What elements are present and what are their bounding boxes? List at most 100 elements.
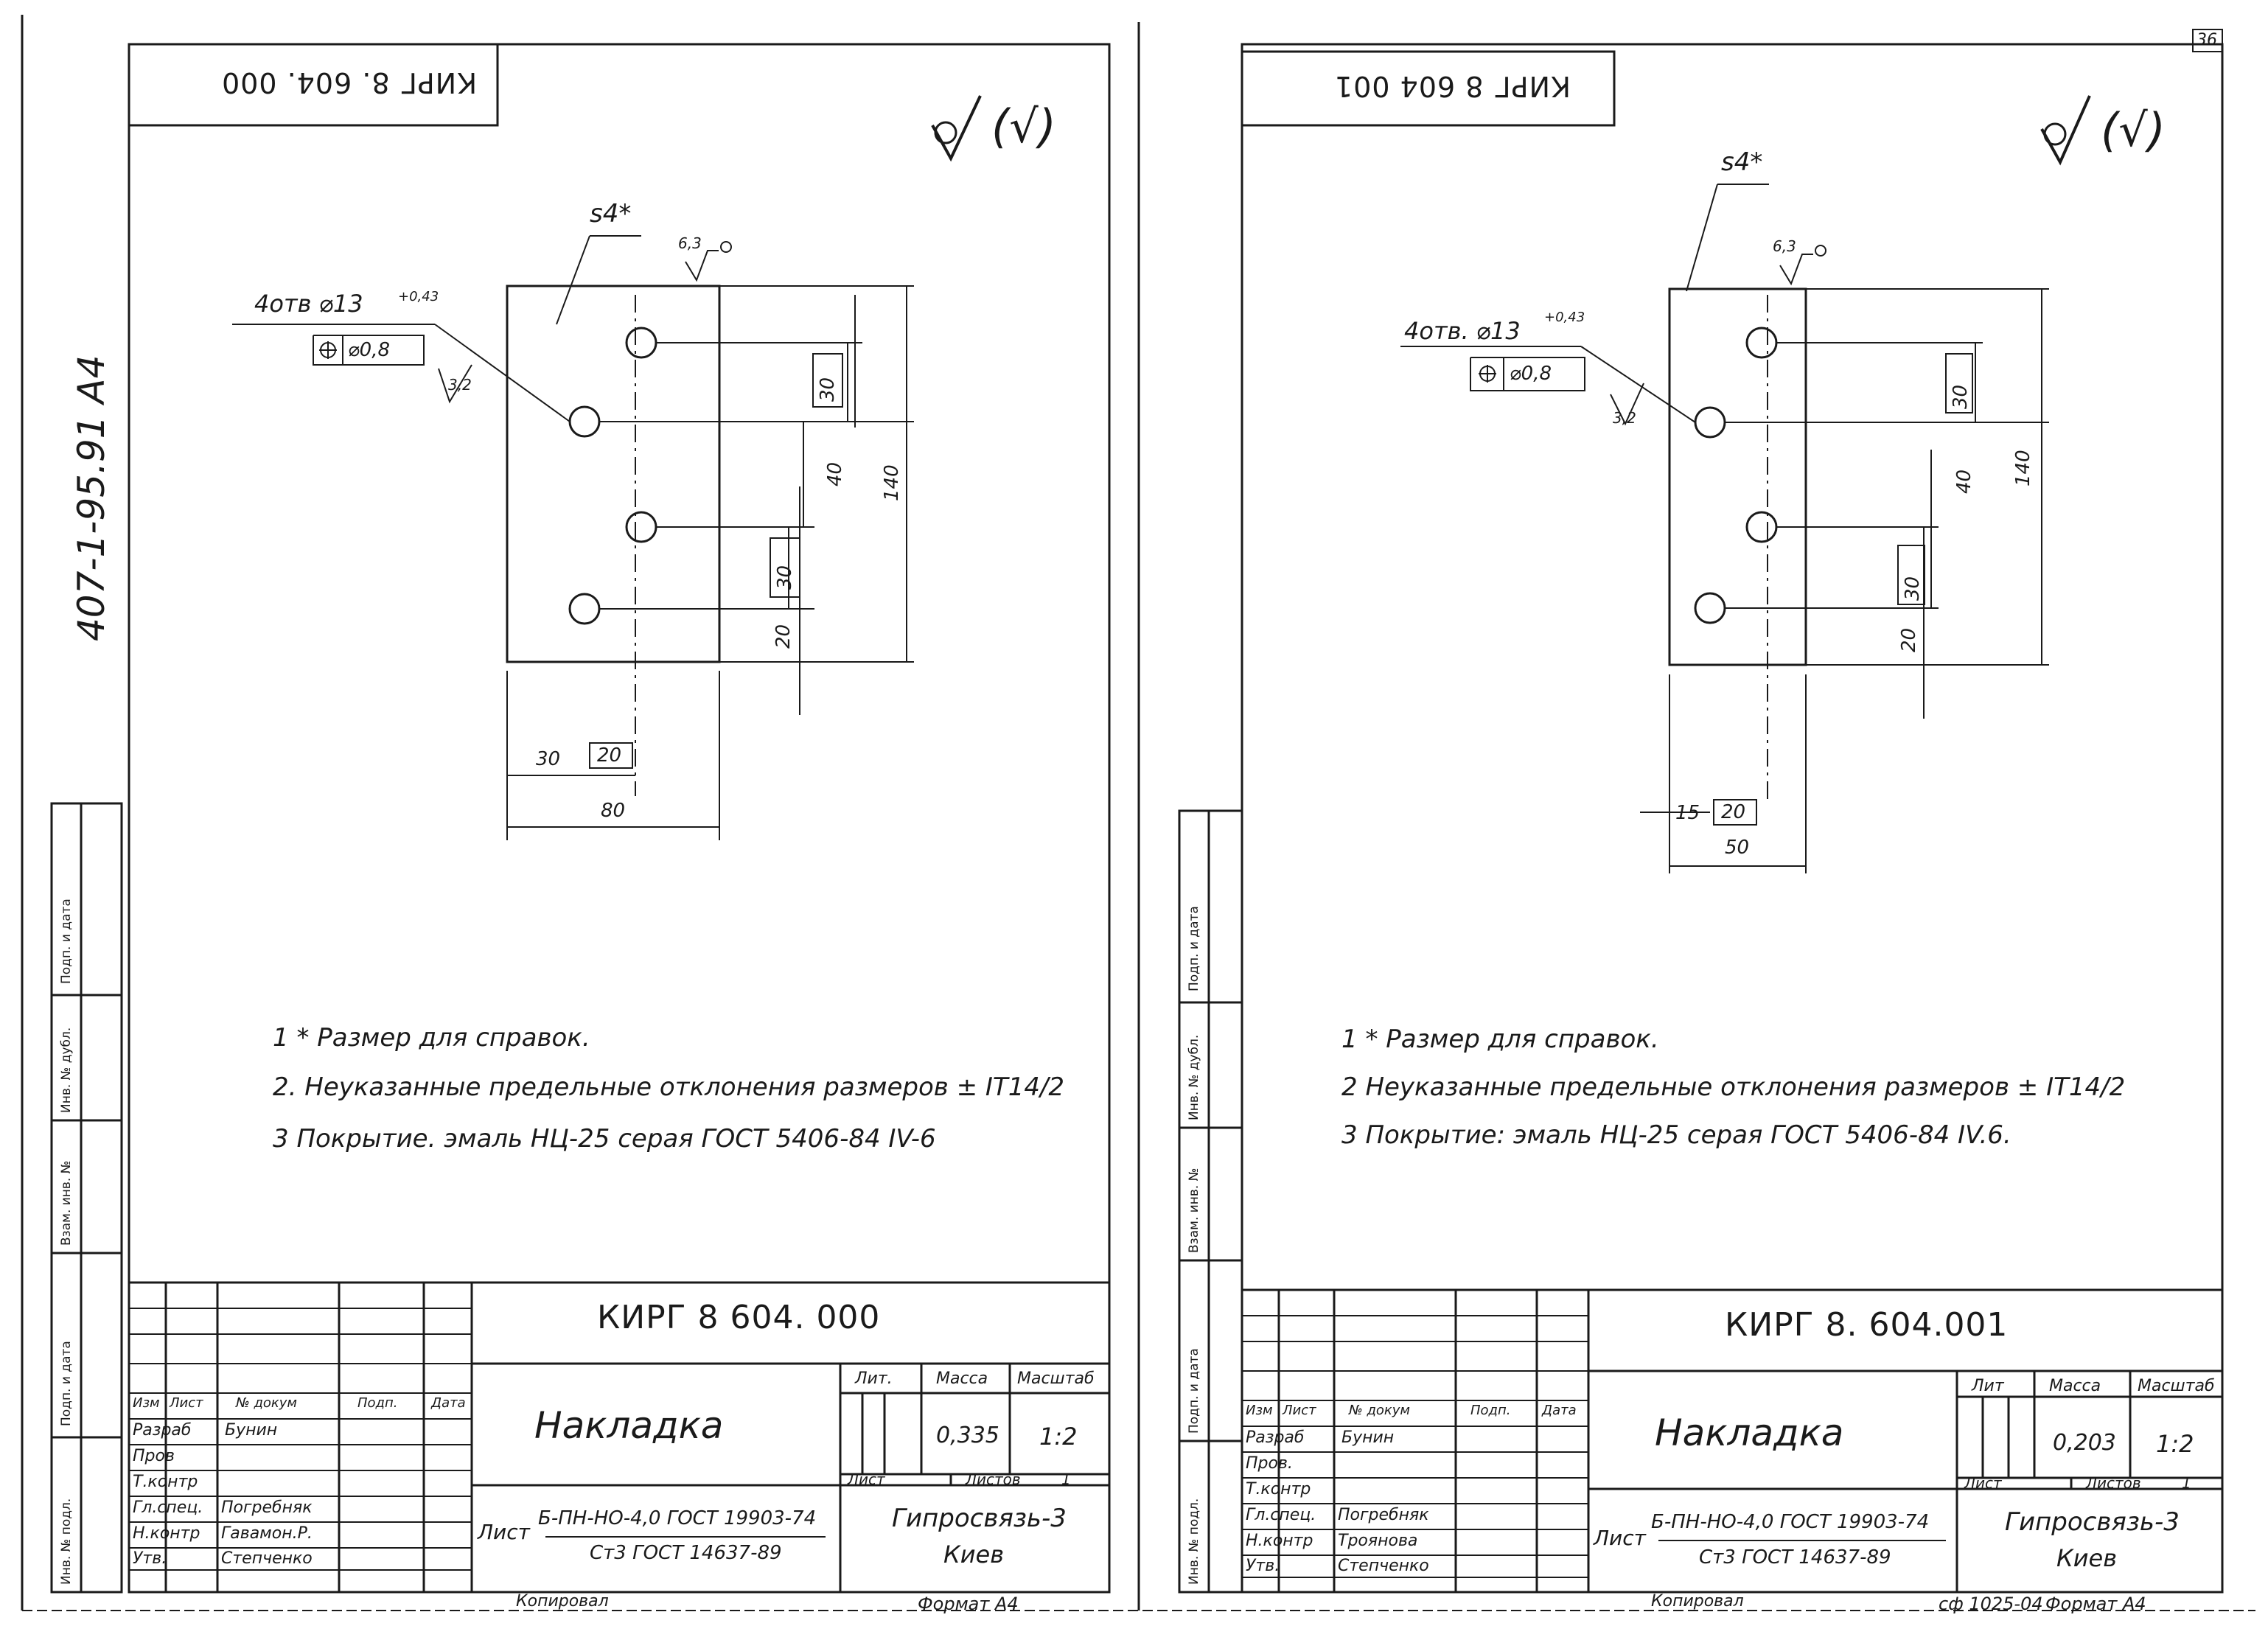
left-tb-city: Киев	[943, 1540, 1005, 1569]
left-tb-role-1: Пров	[133, 1447, 175, 1465]
right-weld-label: s4*	[1721, 147, 1763, 177]
left-roughness-32: 3,2	[448, 376, 472, 394]
right-stamp-4: Подп. и дата	[1187, 1348, 1201, 1434]
left-dim-40: 40	[824, 461, 846, 486]
right-tb-material-1: Б-ПН-НО-4,0 ГОСТ 19903-74	[1651, 1511, 1930, 1533]
left-dim-30-h: 30	[536, 748, 561, 770]
left-tb-lit: Лит.	[855, 1369, 893, 1388]
right-tb-format-prefix: сф 1025-04	[1939, 1594, 2043, 1614]
left-stamp-0: Инв. № подл.	[59, 1498, 74, 1585]
right-dim-140: 140	[2012, 450, 2034, 486]
left-dim-20-h: 20	[597, 744, 622, 767]
left-tb-role-3: Гл.спец.	[133, 1498, 203, 1517]
left-tb-role-4: Н.контр	[133, 1524, 200, 1543]
right-tb-org: Гипросвязь-3	[2005, 1507, 2180, 1537]
right-stamp-0: Инв. № подл.	[1187, 1498, 1201, 1585]
left-position-tol: ⌀0,8	[348, 339, 391, 361]
right-tb-sheets-label: Листов	[2086, 1474, 2141, 1492]
right-tb-role-1: Пров.	[1246, 1454, 1293, 1473]
right-tb-role-0: Разраб	[1246, 1428, 1305, 1447]
right-tb-person-5: Степченко	[1338, 1557, 1429, 1575]
right-tb-lit: Лит	[1972, 1377, 2004, 1395]
right-tb-format: Формат А4	[2045, 1594, 2146, 1614]
left-tb-role-2: Т.контр	[133, 1473, 198, 1491]
right-tb-role-4: Н.контр	[1246, 1532, 1313, 1550]
right-dim-50: 50	[1725, 837, 1750, 859]
left-tb-person-0: Бунин	[225, 1421, 278, 1440]
left-dim-20-v: 20	[772, 624, 795, 649]
left-tb-mass-label: Масса	[936, 1369, 988, 1388]
right-tb-h2: № докум	[1349, 1403, 1411, 1418]
left-note-1: 1 * Размер для справок.	[273, 1023, 590, 1053]
left-tb-name: Накладка	[534, 1404, 724, 1447]
left-tb-sheet: Лист	[848, 1470, 885, 1488]
left-tb-sheets-label: Листов	[966, 1470, 1021, 1488]
left-stamp-2: Взам. инв. №	[59, 1160, 74, 1246]
right-tb-name: Накладка	[1655, 1412, 1844, 1454]
left-album-code: 407-1-95.91 А4	[70, 355, 113, 641]
left-tb-org: Гипросвязь-3	[892, 1504, 1067, 1533]
left-stamp-3: Инв. № дубл.	[59, 1027, 74, 1113]
left-tb-scale-label: Масштаб	[1017, 1369, 1095, 1388]
right-tb-material-2: Ст3 ГОСТ 14637-89	[1699, 1546, 1891, 1569]
right-roughness-symbol: (√)	[2101, 103, 2166, 157]
left-note-2: 2. Неуказанные предельные отклонения раз…	[273, 1072, 1065, 1102]
left-tb-person-3: Погребняк	[221, 1498, 313, 1517]
right-dim-20-h: 20	[1721, 801, 1746, 823]
right-tb-h1: Лист	[1283, 1403, 1316, 1418]
left-note-3: 3 Покрытие. эмаль НЦ-25 серая ГОСТ 5406-…	[273, 1124, 936, 1154]
right-dim-30-mid: 30	[1902, 576, 1924, 601]
right-tb-role-3: Гл.спец.	[1246, 1506, 1316, 1524]
left-tb-role-0: Разраб	[133, 1421, 192, 1440]
right-tb-h4: Дата	[1542, 1403, 1577, 1418]
right-tb-material-prefix: Лист	[1594, 1526, 1646, 1550]
left-dim-80: 80	[601, 800, 626, 822]
right-holes-label: 4отв. ⌀13	[1404, 317, 1521, 345]
right-tb-mass: 0,203	[2053, 1430, 2116, 1456]
right-tb-copied: Копировал	[1651, 1592, 1744, 1611]
right-roughness-32: 3,2	[1613, 409, 1636, 427]
right-tb-person-3: Погребняк	[1338, 1506, 1429, 1524]
right-tb-sheet: Лист	[1964, 1474, 2002, 1492]
right-tb-h3: Подп.	[1470, 1403, 1511, 1418]
left-roughness-symbol: (√)	[991, 100, 1056, 153]
right-page-number: 36	[2197, 31, 2217, 49]
right-tb-code: КИРГ 8. 604.001	[1725, 1306, 2009, 1344]
right-position-tol: ⌀0,8	[1510, 363, 1552, 385]
right-tb-h0: Изм	[1246, 1403, 1273, 1418]
left-dim-140: 140	[881, 464, 903, 501]
right-stamp-2: Взам. инв. №	[1187, 1168, 1201, 1253]
left-holes-label: 4отв ⌀13	[254, 290, 363, 318]
right-holes-tol: +0,43	[1544, 310, 1585, 325]
right-dim-30-top: 30	[1950, 384, 1972, 409]
left-stamp-4: Подп. и дата	[59, 1341, 74, 1426]
left-tb-material-2: Ст3 ГОСТ 14637-89	[590, 1542, 782, 1564]
right-dim-15-h: 15	[1675, 802, 1700, 824]
left-tb-mass: 0,335	[936, 1423, 999, 1448]
right-tb-scale-label: Масштаб	[2138, 1377, 2215, 1395]
right-tb-sheets: 1	[2182, 1474, 2191, 1492]
left-tb-role-5: Утв.	[133, 1549, 167, 1568]
left-code-flipped: КИРГ 8. 604. 000	[221, 66, 478, 99]
left-tb-material-1: Б-ПН-НО-4,0 ГОСТ 19903-74	[538, 1507, 817, 1529]
left-tb-material-prefix: Лист	[478, 1520, 530, 1544]
right-dim-40: 40	[1953, 469, 1975, 494]
right-note-1: 1 * Размер для справок.	[1341, 1025, 1659, 1054]
left-tb-h0: Изм	[133, 1395, 160, 1411]
right-note-2: 2 Неуказанные предельные отклонения разм…	[1341, 1072, 2126, 1102]
right-tb-person-4: Троянова	[1338, 1532, 1418, 1550]
left-dim-30-mid: 30	[774, 565, 796, 590]
left-weld-label: s4*	[590, 199, 632, 228]
left-tb-person-5: Степченко	[221, 1549, 313, 1568]
left-tb-format: Формат А4	[918, 1594, 1019, 1614]
right-stamp-1: Подп. и дата	[1187, 906, 1201, 991]
right-tb-city: Киев	[2056, 1544, 2118, 1572]
left-holes-tol: +0,43	[398, 289, 439, 304]
left-roughness-63: 6,3	[678, 234, 702, 252]
left-tb-h3: Подп.	[357, 1395, 398, 1411]
right-tb-role-5: Утв.	[1246, 1557, 1280, 1575]
left-tb-h1: Лист	[170, 1395, 203, 1411]
right-stamp-3: Инв. № дубл.	[1187, 1034, 1201, 1120]
right-tb-person-0: Бунин	[1341, 1428, 1395, 1447]
left-tb-copied: Копировал	[516, 1592, 609, 1611]
